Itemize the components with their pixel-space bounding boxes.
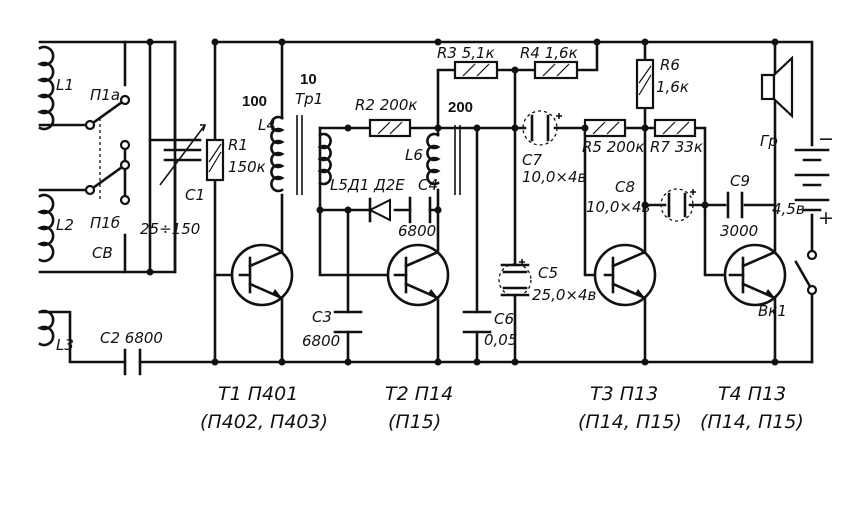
label-battery-voltage: 4,5в — [772, 200, 805, 218]
label-c6-value: 0,05 — [484, 331, 517, 349]
label-l2: L2 — [56, 216, 74, 234]
coil-l4 — [270, 115, 303, 195]
capacitor-c2 — [123, 348, 142, 376]
annotation-100: 100 — [242, 93, 267, 110]
switch-p1 — [84, 94, 131, 206]
label-r4: R4 1,6к — [520, 44, 578, 62]
label-r5: R5 200к — [582, 138, 644, 156]
label-battery-minus: − — [818, 128, 834, 150]
label-l4: L4 — [258, 116, 276, 134]
annotation-10: 10 — [300, 71, 317, 88]
label-t3-alt: (П14, П15) — [578, 411, 682, 433]
label-c7: C7 — [522, 151, 542, 169]
label-r2: R2 200к — [355, 96, 417, 114]
label-c8: C8 — [615, 178, 635, 196]
switch-vk1 — [794, 249, 818, 296]
coil-l1 — [37, 45, 55, 131]
coil-l3 — [37, 309, 55, 347]
label-t4-name: T4 П13 — [718, 383, 786, 405]
capacitor-c5 — [498, 259, 532, 297]
annotation-200: 200 — [448, 99, 473, 116]
label-c3: C3 — [312, 308, 332, 326]
label-p1b: П1б — [90, 214, 120, 232]
capacitor-c9 — [726, 191, 744, 219]
diode-d1 — [367, 197, 391, 223]
label-c8-value: 10,0×4в — [586, 198, 651, 216]
label-c3-value: 6800 — [302, 332, 340, 350]
label-t1-name: T1 П401 — [218, 383, 298, 405]
label-c1: C1 — [185, 186, 205, 204]
label-l1: L1 — [56, 76, 74, 94]
transistor-t3 — [593, 243, 657, 307]
label-r6: R6 — [660, 56, 680, 74]
coil-l5 — [317, 132, 332, 186]
transistor-t2 — [386, 243, 450, 307]
label-tr1: Тр1 — [295, 90, 323, 108]
capacitor-c6 — [462, 310, 492, 334]
resistor-r7 — [653, 118, 697, 138]
label-gr: Гр — [760, 132, 778, 150]
capacitor-c3 — [333, 310, 363, 334]
label-t1-alt: (П402, П403) — [200, 411, 328, 433]
junction-dots — [146, 38, 779, 366]
label-c5: C5 — [538, 264, 558, 282]
label-t4-alt: (П14, П15) — [700, 411, 804, 433]
resistor-r5 — [583, 118, 627, 138]
battery-wire — [773, 40, 814, 364]
battery — [794, 148, 830, 212]
capacitor-c7 — [522, 110, 562, 146]
speaker-gr — [760, 55, 794, 119]
label-l6: L6 — [405, 146, 423, 164]
label-r1-value: 150к — [228, 158, 266, 176]
coil-l2 — [37, 193, 55, 263]
coil-l6 — [426, 125, 461, 195]
label-c5-value: 25,0×4в — [532, 286, 597, 304]
label-c1-value: 25÷150 — [140, 220, 200, 238]
label-l5: L5 — [330, 176, 348, 194]
label-c9-value: 3000 — [720, 222, 758, 240]
t2-base-wire — [318, 208, 397, 277]
diode-line-wire — [318, 126, 442, 212]
label-battery-plus: + — [818, 207, 834, 229]
label-r1: R1 — [228, 136, 248, 154]
resistor-r3 — [453, 60, 499, 80]
label-vk1: Вк1 — [758, 302, 787, 320]
label-c2: C2 6800 — [100, 329, 163, 347]
capacitor-c1 — [148, 40, 207, 274]
label-d1: Д1 Д2Е — [347, 176, 405, 194]
label-c7-value: 10,0×4в — [522, 168, 587, 186]
label-r3: R3 5,1к — [437, 44, 495, 62]
r3-left-wire — [436, 68, 457, 130]
resistor-r2 — [368, 118, 412, 138]
label-t3-name: T3 П13 — [590, 383, 658, 405]
label-r7: R7 33к — [650, 138, 703, 156]
label-t2-alt: (П15) — [388, 411, 441, 433]
label-p1a: П1а — [90, 86, 120, 104]
label-c4: C4 — [418, 176, 438, 194]
resistor-r6 — [635, 58, 655, 110]
transistor-t1 — [230, 243, 294, 307]
l3-c2-wire — [38, 310, 217, 364]
switch-feed-wire — [38, 123, 92, 192]
transistor-t4 — [723, 243, 787, 307]
label-c6: C6 — [494, 310, 514, 328]
resistor-r4 — [533, 60, 579, 80]
label-t2-name: T2 П14 — [385, 383, 453, 405]
label-c9: C9 — [730, 172, 750, 190]
label-c4-value: 6800 — [398, 222, 436, 240]
component-labels: L1 L2 L3 П1а П1б СВ C1 25÷150 C2 6800 R1… — [56, 44, 834, 433]
capacitor-c8 — [660, 188, 696, 222]
resistor-r1 — [205, 138, 225, 182]
label-r6-value: 1,6к — [656, 78, 689, 96]
label-cb: СВ — [92, 244, 113, 262]
capacitor-c4 — [408, 196, 432, 224]
wires — [38, 40, 814, 364]
label-l3: L3 — [56, 336, 74, 354]
